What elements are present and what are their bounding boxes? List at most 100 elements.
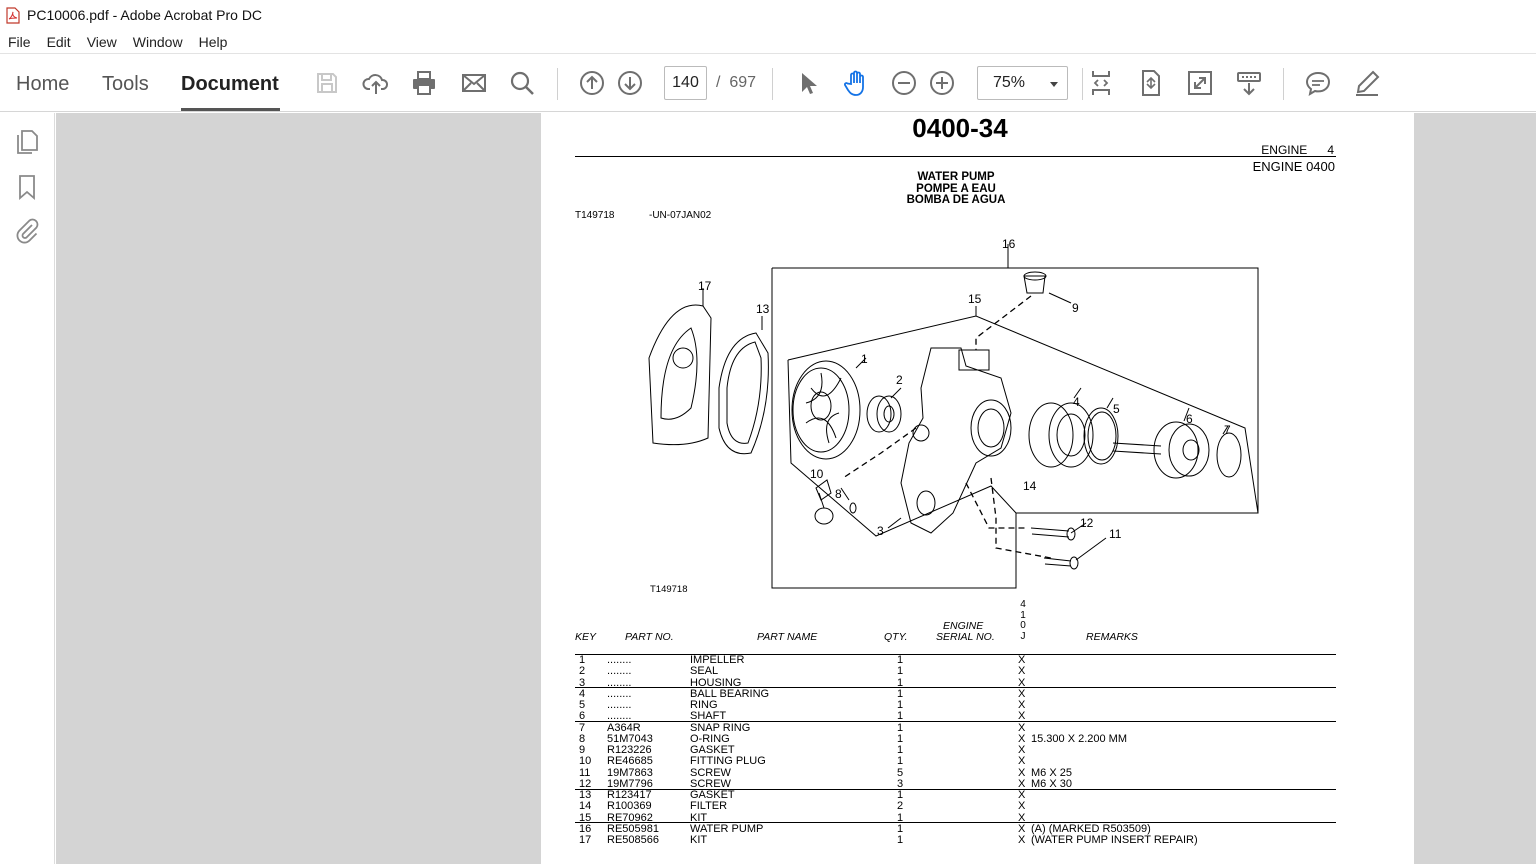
row-part-no: 19M7796	[607, 777, 653, 790]
row-qty: 1	[897, 654, 904, 666]
previous-page-button[interactable]	[574, 65, 610, 101]
row-part-name: KIT	[690, 834, 708, 846]
search-button[interactable]	[504, 65, 540, 101]
row-key: 12	[579, 777, 592, 790]
header-engine-number: 4	[1327, 143, 1334, 157]
callout-7: 7	[1224, 423, 1231, 437]
menu-file[interactable]: File	[8, 33, 31, 50]
row-qty: 1	[897, 732, 904, 745]
page-thumbnails-button[interactable]	[13, 128, 41, 156]
zoom-level-select[interactable]: 75%	[977, 66, 1068, 100]
read-mode-button[interactable]	[1231, 65, 1267, 101]
next-page-icon	[618, 71, 642, 95]
row-key: 7	[579, 721, 586, 734]
fit-page-icon	[1092, 71, 1110, 95]
table-group-rule	[575, 789, 1336, 790]
pdf-page: 0400-34 ENGINE 4 ENGINE 0400 WATER PUMP …	[541, 113, 1414, 864]
row-part-no: R123417	[607, 789, 652, 801]
header-engine-label: ENGINE	[1261, 143, 1308, 157]
zoom-value: 75%	[993, 74, 1026, 91]
row-applicability: X	[1018, 732, 1026, 745]
menu-help[interactable]: Help	[198, 33, 228, 50]
tab-home[interactable]: Home	[16, 73, 70, 95]
table-group-rule	[575, 822, 1336, 823]
row-part-name: IMPELLER	[690, 654, 745, 666]
next-page-button[interactable]	[612, 65, 648, 101]
callout-5: 5	[1113, 402, 1120, 416]
scroll-mode-button[interactable]	[1133, 65, 1169, 101]
comment-icon	[1305, 71, 1331, 97]
page-number-input[interactable]: 140	[664, 66, 707, 100]
row-key: 15	[579, 811, 592, 824]
row-qty: 3	[897, 777, 904, 790]
read-mode-icon	[1237, 72, 1261, 96]
comment-button[interactable]	[1300, 65, 1336, 101]
row-applicability: X	[1018, 687, 1026, 700]
attachments-button[interactable]	[13, 216, 41, 244]
row-remarks: (A) (MARKED R503509)	[1031, 822, 1151, 835]
tab-tools[interactable]: Tools	[102, 73, 149, 95]
row-applicability: X	[1018, 665, 1026, 678]
figure-reference: T149718	[575, 210, 615, 221]
row-key: 8	[579, 732, 586, 745]
document-viewport[interactable]: 0400-34 ENGINE 4 ENGINE 0400 WATER PUMP …	[56, 113, 1536, 864]
hand-tool-button[interactable]	[838, 65, 874, 101]
print-button[interactable]	[406, 65, 442, 101]
toolbar-separator	[1082, 68, 1083, 100]
upload-cloud-button[interactable]	[358, 65, 394, 101]
page-title: 0400-34	[912, 113, 1008, 143]
zoom-in-button[interactable]	[924, 65, 960, 101]
select-cursor-icon	[802, 73, 817, 94]
row-key: 5	[579, 699, 586, 711]
col-serial-1: ENGINE	[943, 620, 984, 632]
attachment-icon	[16, 218, 39, 244]
menu-view[interactable]: View	[86, 33, 117, 50]
row-part-no: A364R	[607, 721, 641, 734]
row-part-name: SNAP RING	[690, 721, 751, 734]
row-part-name: GASKET	[690, 744, 735, 756]
row-applicability: X	[1018, 699, 1026, 711]
row-part-name: SCREW	[690, 777, 731, 790]
row-key: 16	[579, 822, 592, 835]
menu-edit[interactable]: Edit	[46, 33, 71, 50]
window-title: PC10006.pdf - Adobe Acrobat Pro DC	[27, 7, 263, 23]
row-qty: 1	[897, 676, 904, 689]
col-serial-2: SERIAL NO.	[936, 631, 995, 643]
model-column-header: 4 1 0 J	[1018, 599, 1028, 642]
figure-caption: T149718	[650, 584, 688, 595]
row-key: 13	[579, 789, 592, 801]
row-qty: 1	[897, 721, 904, 734]
row-part-no: R123226	[607, 744, 652, 756]
highlight-button[interactable]	[1349, 65, 1385, 101]
search-icon	[510, 71, 534, 95]
row-key: 6	[579, 710, 586, 723]
row-qty: 1	[897, 665, 904, 678]
zoom-out-button[interactable]	[886, 65, 922, 101]
bookmarks-button[interactable]	[13, 173, 41, 201]
row-key: 17	[579, 834, 592, 846]
row-part-no: RE505981	[607, 822, 659, 835]
tab-document[interactable]: Document	[181, 73, 279, 95]
save-button[interactable]	[309, 65, 345, 101]
select-tool-button[interactable]	[789, 65, 825, 101]
row-part-name: SHAFT	[690, 710, 727, 723]
row-part-name: WATER PUMP	[690, 822, 764, 835]
row-part-no: RE508566	[607, 834, 659, 846]
cloud-upload-icon	[362, 74, 389, 94]
row-part-name: SCREW	[690, 766, 731, 779]
menu-window[interactable]: Window	[132, 33, 183, 50]
row-applicability: X	[1018, 811, 1026, 824]
email-button[interactable]	[456, 65, 492, 101]
header-rule	[575, 156, 1336, 157]
col-remarks: REMARKS	[1086, 631, 1138, 643]
callout-3: 3	[877, 524, 884, 538]
row-qty: 1	[897, 755, 904, 768]
full-screen-button[interactable]	[1182, 65, 1218, 101]
fit-page-button[interactable]	[1083, 65, 1119, 101]
row-part-no: RE70962	[607, 811, 653, 824]
row-remarks: M6 X 25	[1031, 766, 1072, 779]
